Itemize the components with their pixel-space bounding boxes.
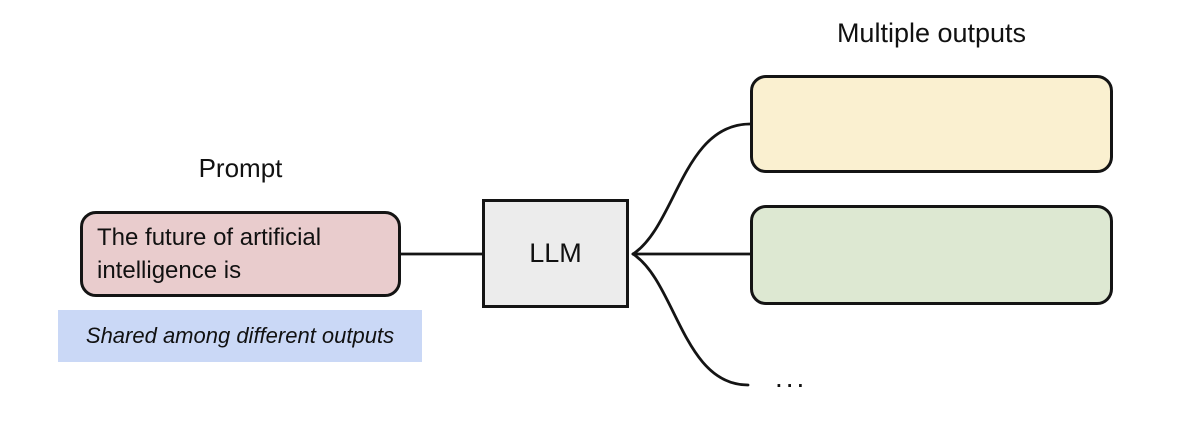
llm-box: LLM bbox=[482, 199, 629, 308]
llm-to-output1-connector bbox=[631, 122, 752, 256]
shared-note-text: Shared among different outputs bbox=[85, 323, 395, 348]
output-box-1 bbox=[750, 75, 1113, 173]
llm-to-more-connector bbox=[631, 252, 750, 387]
more-outputs-ellipsis: ... bbox=[775, 362, 808, 393]
llm-label: LLM bbox=[529, 238, 582, 268]
output-box-2 bbox=[750, 205, 1113, 305]
prompt-box-text: The future of artificial intelligence is bbox=[97, 224, 322, 284]
prompt-label: Prompt bbox=[198, 153, 283, 183]
multiple-outputs-label: Multiple outputs bbox=[836, 18, 1027, 48]
prompt-box: The future of artificial intelligence is bbox=[80, 211, 401, 297]
shared-note: Shared among different outputs bbox=[58, 310, 422, 362]
